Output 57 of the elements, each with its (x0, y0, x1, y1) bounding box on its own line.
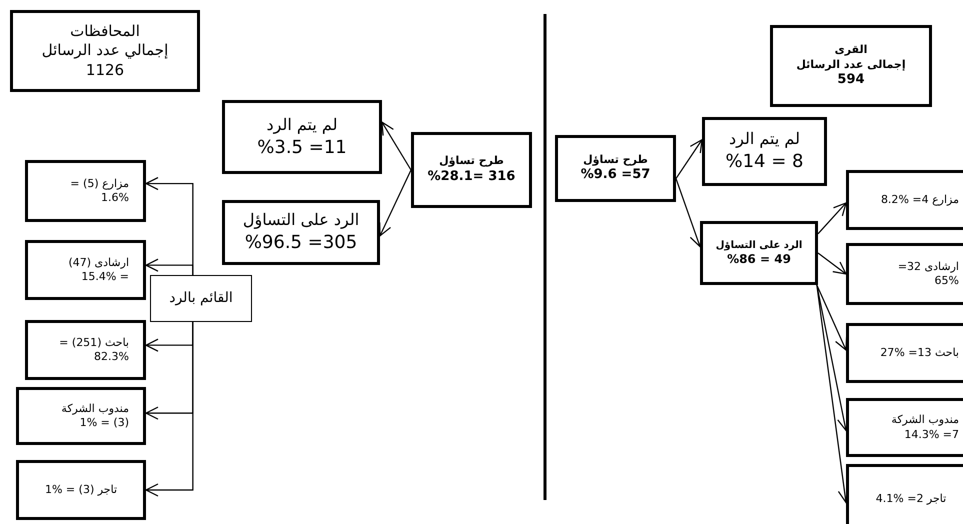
result-box (846, 323, 963, 383)
box-label: مزارع (5) = %1.6 (69, 176, 129, 206)
arrow (818, 202, 847, 234)
result-box (222, 200, 380, 265)
box-value: 49 = %86 (726, 252, 792, 268)
box-label: ارشادى 32= %65 (896, 260, 959, 288)
result-box (25, 160, 146, 222)
result-box (846, 398, 963, 457)
box-label: القرى (834, 43, 868, 58)
result-box (846, 170, 963, 230)
box-value: 316 =%28.1 (426, 168, 516, 186)
arrow (675, 178, 702, 248)
box-value: 1126 (84, 60, 126, 80)
label-box (150, 275, 252, 322)
box-label: مزارع 4= %8.2 (880, 192, 959, 208)
box-label: مندوب الشركة 7= %14.3 (890, 413, 959, 442)
box-label: طرح تساؤل (438, 154, 505, 169)
result-box (411, 132, 532, 208)
box-value: إجمالي عدد الرسائل (40, 41, 170, 61)
result-box (25, 320, 146, 380)
box-label: ارشادى (47) = %15.4 (67, 256, 129, 284)
arrow (818, 252, 847, 275)
box-label: الرد على التساؤل (242, 210, 360, 232)
result-box (16, 387, 146, 445)
arrow (145, 258, 194, 275)
result-box (25, 240, 146, 300)
box-label: تاجر 2= %4.1 (874, 492, 948, 506)
box-value: 11= %3.5 (256, 136, 348, 160)
result-box (222, 100, 382, 174)
box-label: لم يتم الرد (266, 114, 338, 136)
box-label: لم يتم الرد (728, 129, 801, 150)
result-box (700, 221, 818, 285)
arrow (676, 139, 703, 179)
box-label: القائم بالرد (168, 289, 234, 308)
box-value: إجمالى عدد الرسائل (795, 58, 907, 72)
arrow (145, 322, 194, 497)
box-value: 57= %9.6 (580, 167, 652, 184)
box-label: الرد على التساؤل (714, 238, 804, 252)
box-value: 594 (836, 72, 866, 89)
box-value: 305= %96.5 (244, 231, 358, 255)
arrow (381, 122, 412, 170)
box-label: طرح تساؤل (582, 152, 649, 168)
summary-box (10, 10, 200, 92)
summary-box (770, 25, 932, 107)
result-box (846, 243, 963, 305)
result-box (16, 460, 146, 520)
box-value: 8 = %14 (724, 150, 804, 174)
box-label: باحث (251) = %82.3 (58, 336, 129, 364)
box-label: المحافظات (69, 22, 141, 42)
result-box (846, 464, 963, 524)
box-label: تاجر (3) = %1 (44, 482, 118, 498)
result-box (555, 135, 676, 202)
box-label: مندوب الشركة (3) = %1 (60, 402, 129, 430)
box-label: باحث 13= %27 (879, 346, 959, 360)
arrow (379, 170, 412, 236)
result-box (702, 117, 827, 186)
arrow (816, 284, 848, 351)
